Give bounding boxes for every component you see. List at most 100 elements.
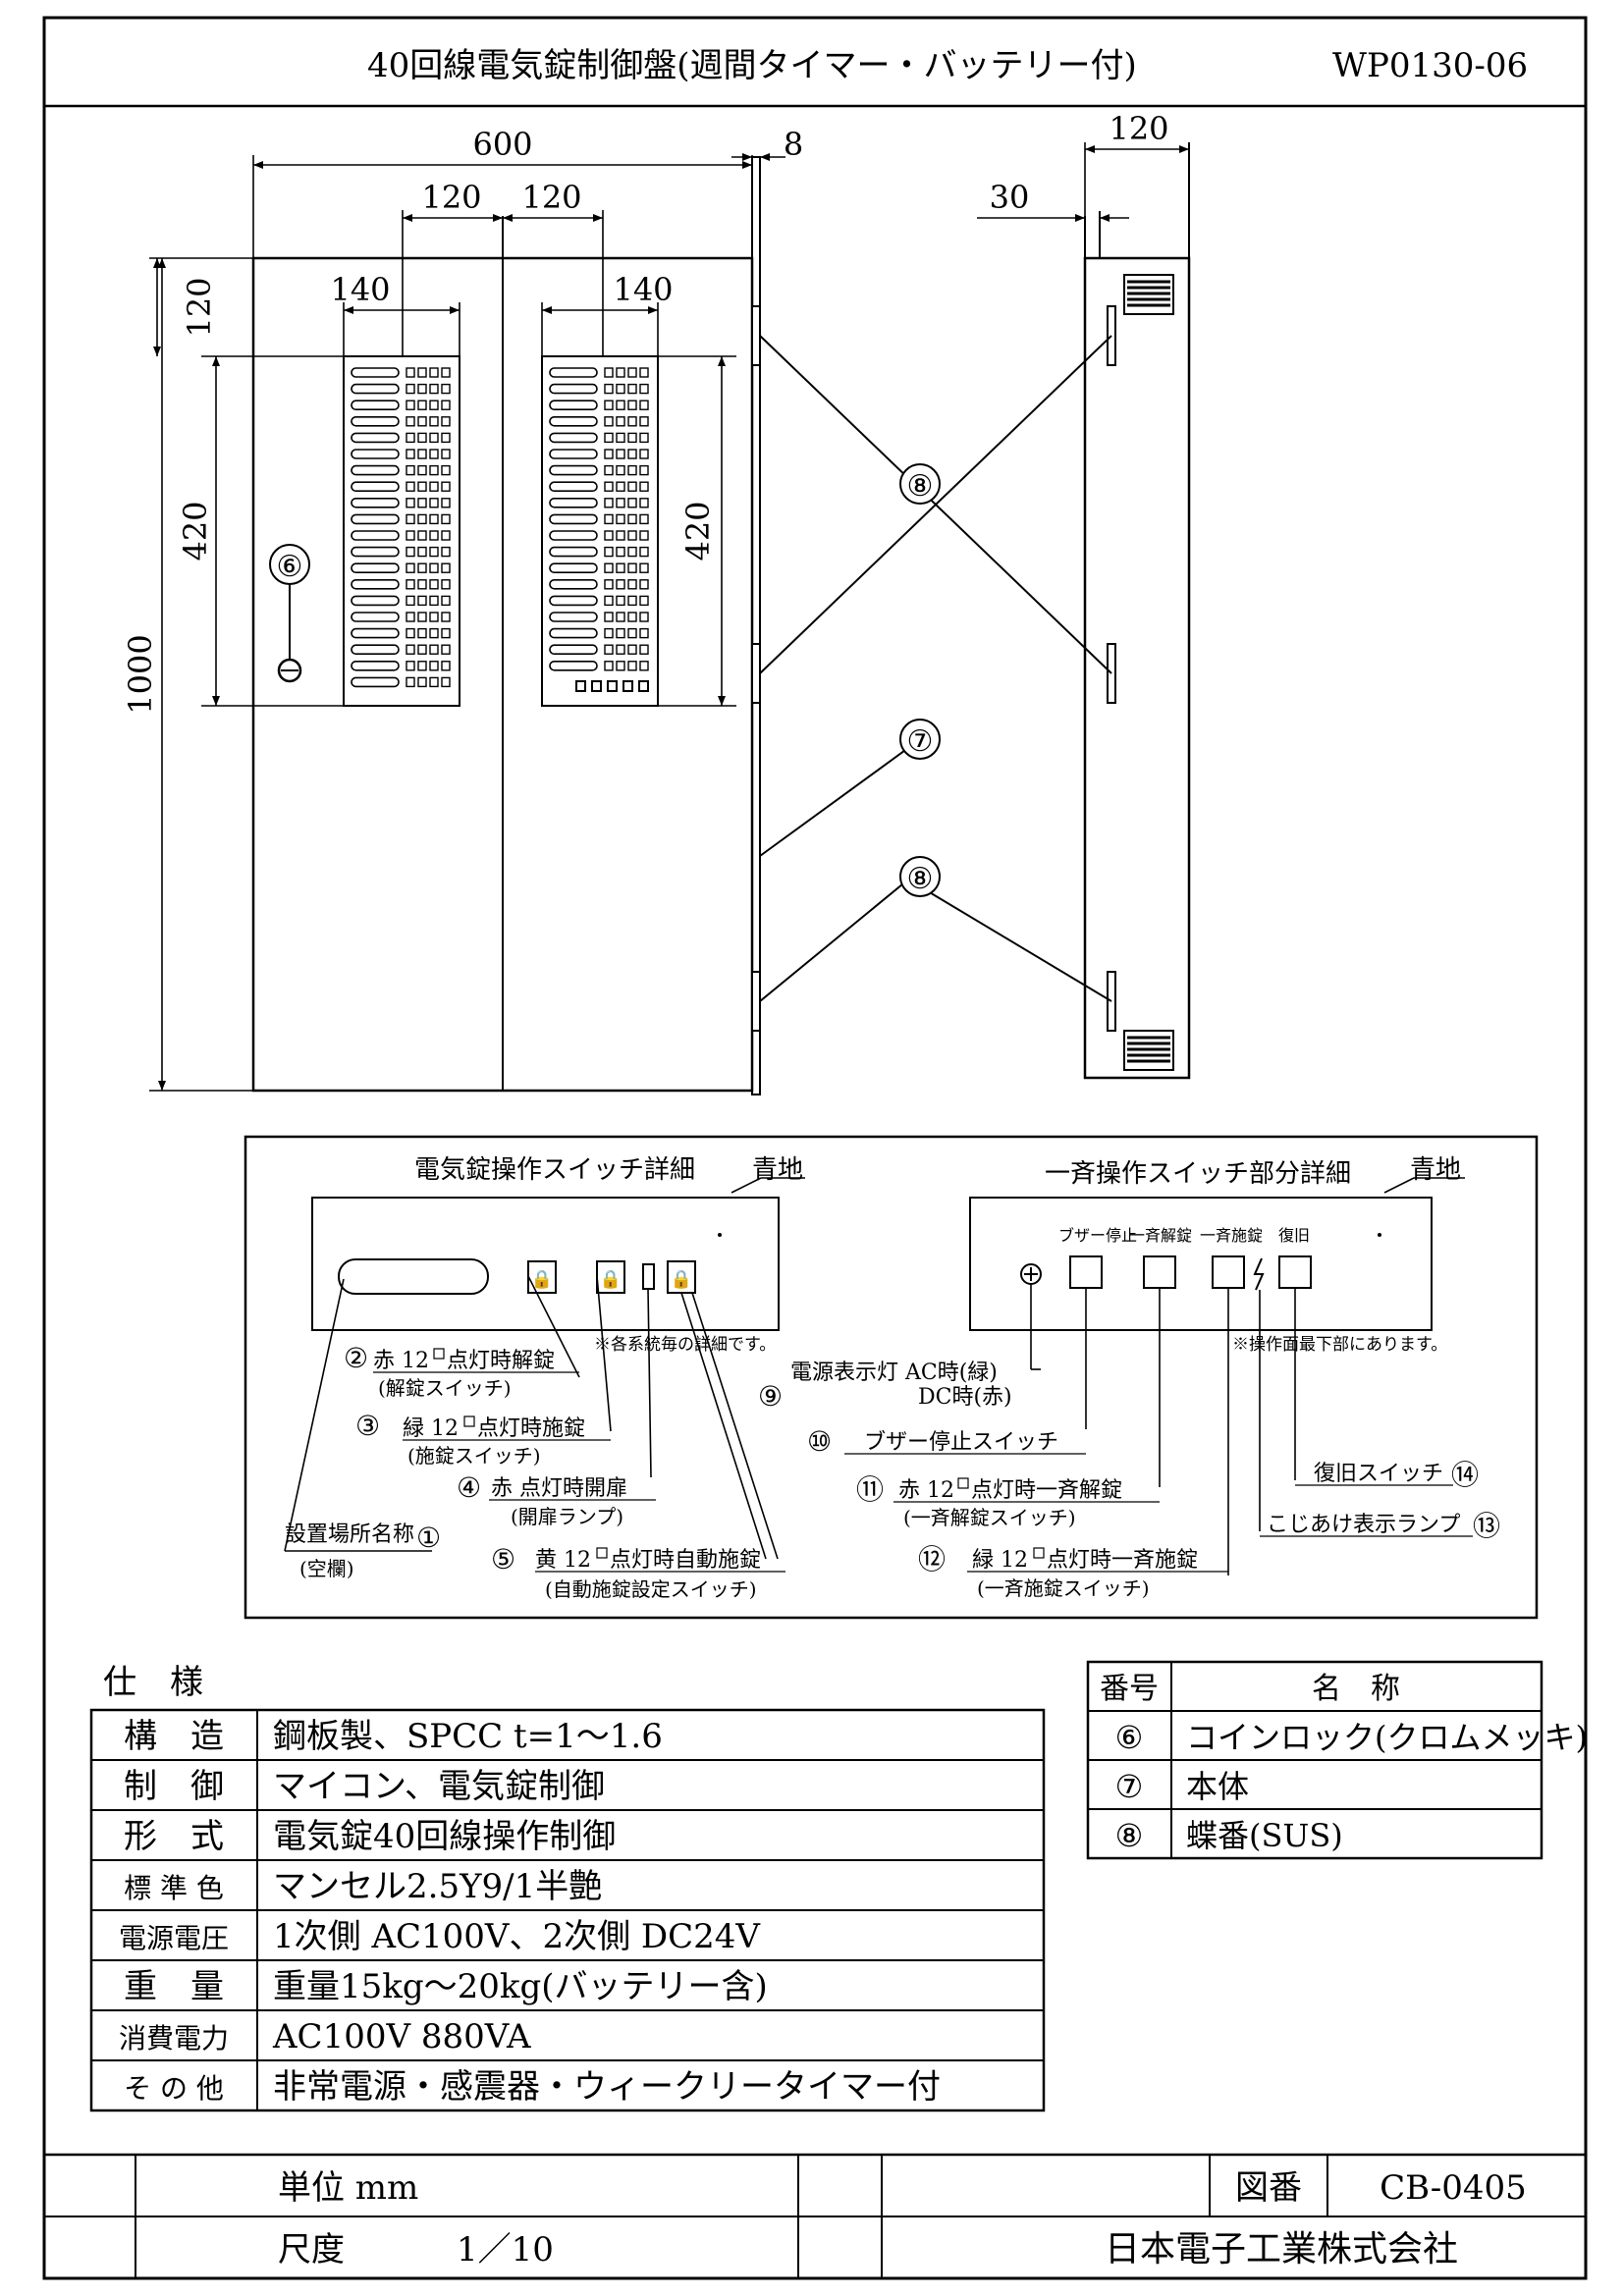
svg-text:(一斉解錠スイッチ): (一斉解錠スイッチ) xyxy=(903,1506,1076,1529)
indicator-square xyxy=(406,449,415,459)
front-view xyxy=(251,156,761,1095)
parts-header-no: 番号 xyxy=(1100,1672,1159,1706)
svg-text:(解錠スイッチ): (解錠スイッチ) xyxy=(378,1376,512,1400)
indicator-square xyxy=(604,449,614,459)
indicator-square xyxy=(604,627,614,639)
indicator-square xyxy=(429,481,439,492)
svg-text:赤 点灯時開扉: 赤 点灯時開扉 xyxy=(491,1476,627,1501)
indicator-square xyxy=(639,464,649,476)
indicator-square xyxy=(429,383,439,395)
indicator-square xyxy=(406,661,415,671)
indicator-square xyxy=(616,481,625,492)
drawing-title: 40回線電気錠制御盤(週間タイマー・バッテリー付) xyxy=(367,46,1137,85)
indicator-square xyxy=(406,400,415,410)
batch-callouts: ⑨ 電源表示灯 AC時(緑) DC時(赤) ⑩ ブザー停止スイッチ ⑪ 赤 12… xyxy=(758,1361,1500,1600)
dimension-lines xyxy=(149,142,1189,1092)
batch-switch-row xyxy=(575,680,649,692)
indicator-square xyxy=(627,579,637,590)
indicator-square xyxy=(604,579,614,590)
indicator-square xyxy=(627,432,637,444)
spec-heading: 仕 様 xyxy=(103,1663,203,1702)
switch-slot xyxy=(351,513,400,525)
indicator-square xyxy=(441,383,451,395)
indicator-square xyxy=(429,432,439,444)
dim-120-right: 120 xyxy=(521,179,581,216)
indicator-square xyxy=(406,546,415,558)
footer-company: 日本電子工業株式会社 xyxy=(1105,2229,1458,2269)
indicator-square xyxy=(604,546,614,558)
svg-text:点灯時施錠: 点灯時施錠 xyxy=(477,1416,585,1441)
indicator-square xyxy=(429,498,439,508)
indicator-square xyxy=(639,562,649,573)
switch-slot xyxy=(351,595,400,607)
spec-label: 構 造 xyxy=(124,1717,224,1756)
indicator-square xyxy=(604,416,614,427)
svg-text:電源表示灯 AC時(緑): 電源表示灯 AC時(緑) xyxy=(790,1361,998,1385)
indicator-square xyxy=(429,513,439,525)
indicator-square xyxy=(639,513,649,525)
indicator-square xyxy=(417,644,427,655)
indicator-square xyxy=(616,416,625,427)
dim-120-left: 120 xyxy=(421,179,481,216)
svg-text:ブザー停止: ブザー停止 xyxy=(1058,1226,1137,1245)
spec-value: 非常電源・感震器・ウィークリータイマー付 xyxy=(273,2067,941,2107)
indicator-square xyxy=(429,661,439,671)
part-name: コインロック(クロムメッキ) xyxy=(1186,1719,1588,1756)
indicator-square xyxy=(406,595,415,607)
indicator-square xyxy=(639,661,649,671)
spec-label: 制 御 xyxy=(124,1767,224,1806)
svg-text:(一斉施錠スイッチ): (一斉施錠スイッチ) xyxy=(977,1576,1150,1600)
switch-detail-title: 電気錠操作スイッチ詳細 xyxy=(414,1155,695,1185)
indicator-square xyxy=(441,676,451,688)
indicator-square xyxy=(406,627,415,639)
indicator-square xyxy=(639,627,649,639)
callout-2: ② xyxy=(344,1342,368,1374)
spec-label: 形 式 xyxy=(124,1817,224,1856)
batch-detail-title: 一斉操作スイッチ部分詳細 xyxy=(1045,1159,1351,1189)
svg-text:点灯時一斉施錠: 点灯時一斉施錠 xyxy=(1047,1548,1198,1573)
indicator-square xyxy=(406,464,415,476)
spec-value: 電気錠40回線操作制御 xyxy=(273,1817,616,1856)
switch-slot xyxy=(351,562,400,574)
indicator-square xyxy=(627,367,637,378)
switch-slot xyxy=(549,627,598,639)
part-name: 蝶番(SUS) xyxy=(1186,1817,1343,1854)
batch-leaders xyxy=(1030,1284,1296,1575)
indicator-square xyxy=(429,579,439,590)
callout-12: ⑫ xyxy=(918,1543,946,1575)
indicator-square xyxy=(627,481,637,492)
left-panel-switch-grid xyxy=(351,367,451,688)
indicator-square xyxy=(441,627,451,639)
indicator-square xyxy=(417,400,427,410)
indicator-square xyxy=(627,498,637,508)
svg-text:点灯時自動施錠: 点灯時自動施錠 xyxy=(610,1548,761,1573)
switch-slot xyxy=(351,530,400,541)
indicator-square xyxy=(604,367,614,378)
indicator-square xyxy=(429,464,439,476)
svg-text:緑 12: 緑 12 xyxy=(972,1548,1028,1573)
svg-text:一斉施錠: 一斉施錠 xyxy=(1200,1226,1263,1245)
vent-louvers xyxy=(1127,280,1170,1063)
switch-slot xyxy=(549,367,598,378)
indicator-square xyxy=(441,513,451,525)
indicator-square xyxy=(639,367,649,378)
indicator-square xyxy=(406,562,415,573)
indicator-square xyxy=(441,644,451,655)
part-name: 本体 xyxy=(1186,1768,1249,1805)
indicator-square xyxy=(441,464,451,476)
indicator-square xyxy=(616,595,625,607)
indicator-square xyxy=(429,449,439,459)
indicator-square xyxy=(417,595,427,607)
svg-text:点灯時一斉解錠: 点灯時一斉解錠 xyxy=(971,1478,1122,1503)
part-number: ⑦ xyxy=(1115,1768,1144,1805)
indicator-square xyxy=(441,562,451,573)
switch-slot xyxy=(549,383,598,395)
indicator-square xyxy=(406,676,415,688)
indicator-square xyxy=(627,644,637,655)
dim-8: 8 xyxy=(784,126,803,163)
indicator-square xyxy=(429,400,439,410)
spec-label: 消費電力 xyxy=(119,2022,229,2055)
indicator-square xyxy=(627,546,637,558)
switch-slot xyxy=(351,627,400,639)
svg-text:赤 12: 赤 12 xyxy=(898,1478,954,1503)
